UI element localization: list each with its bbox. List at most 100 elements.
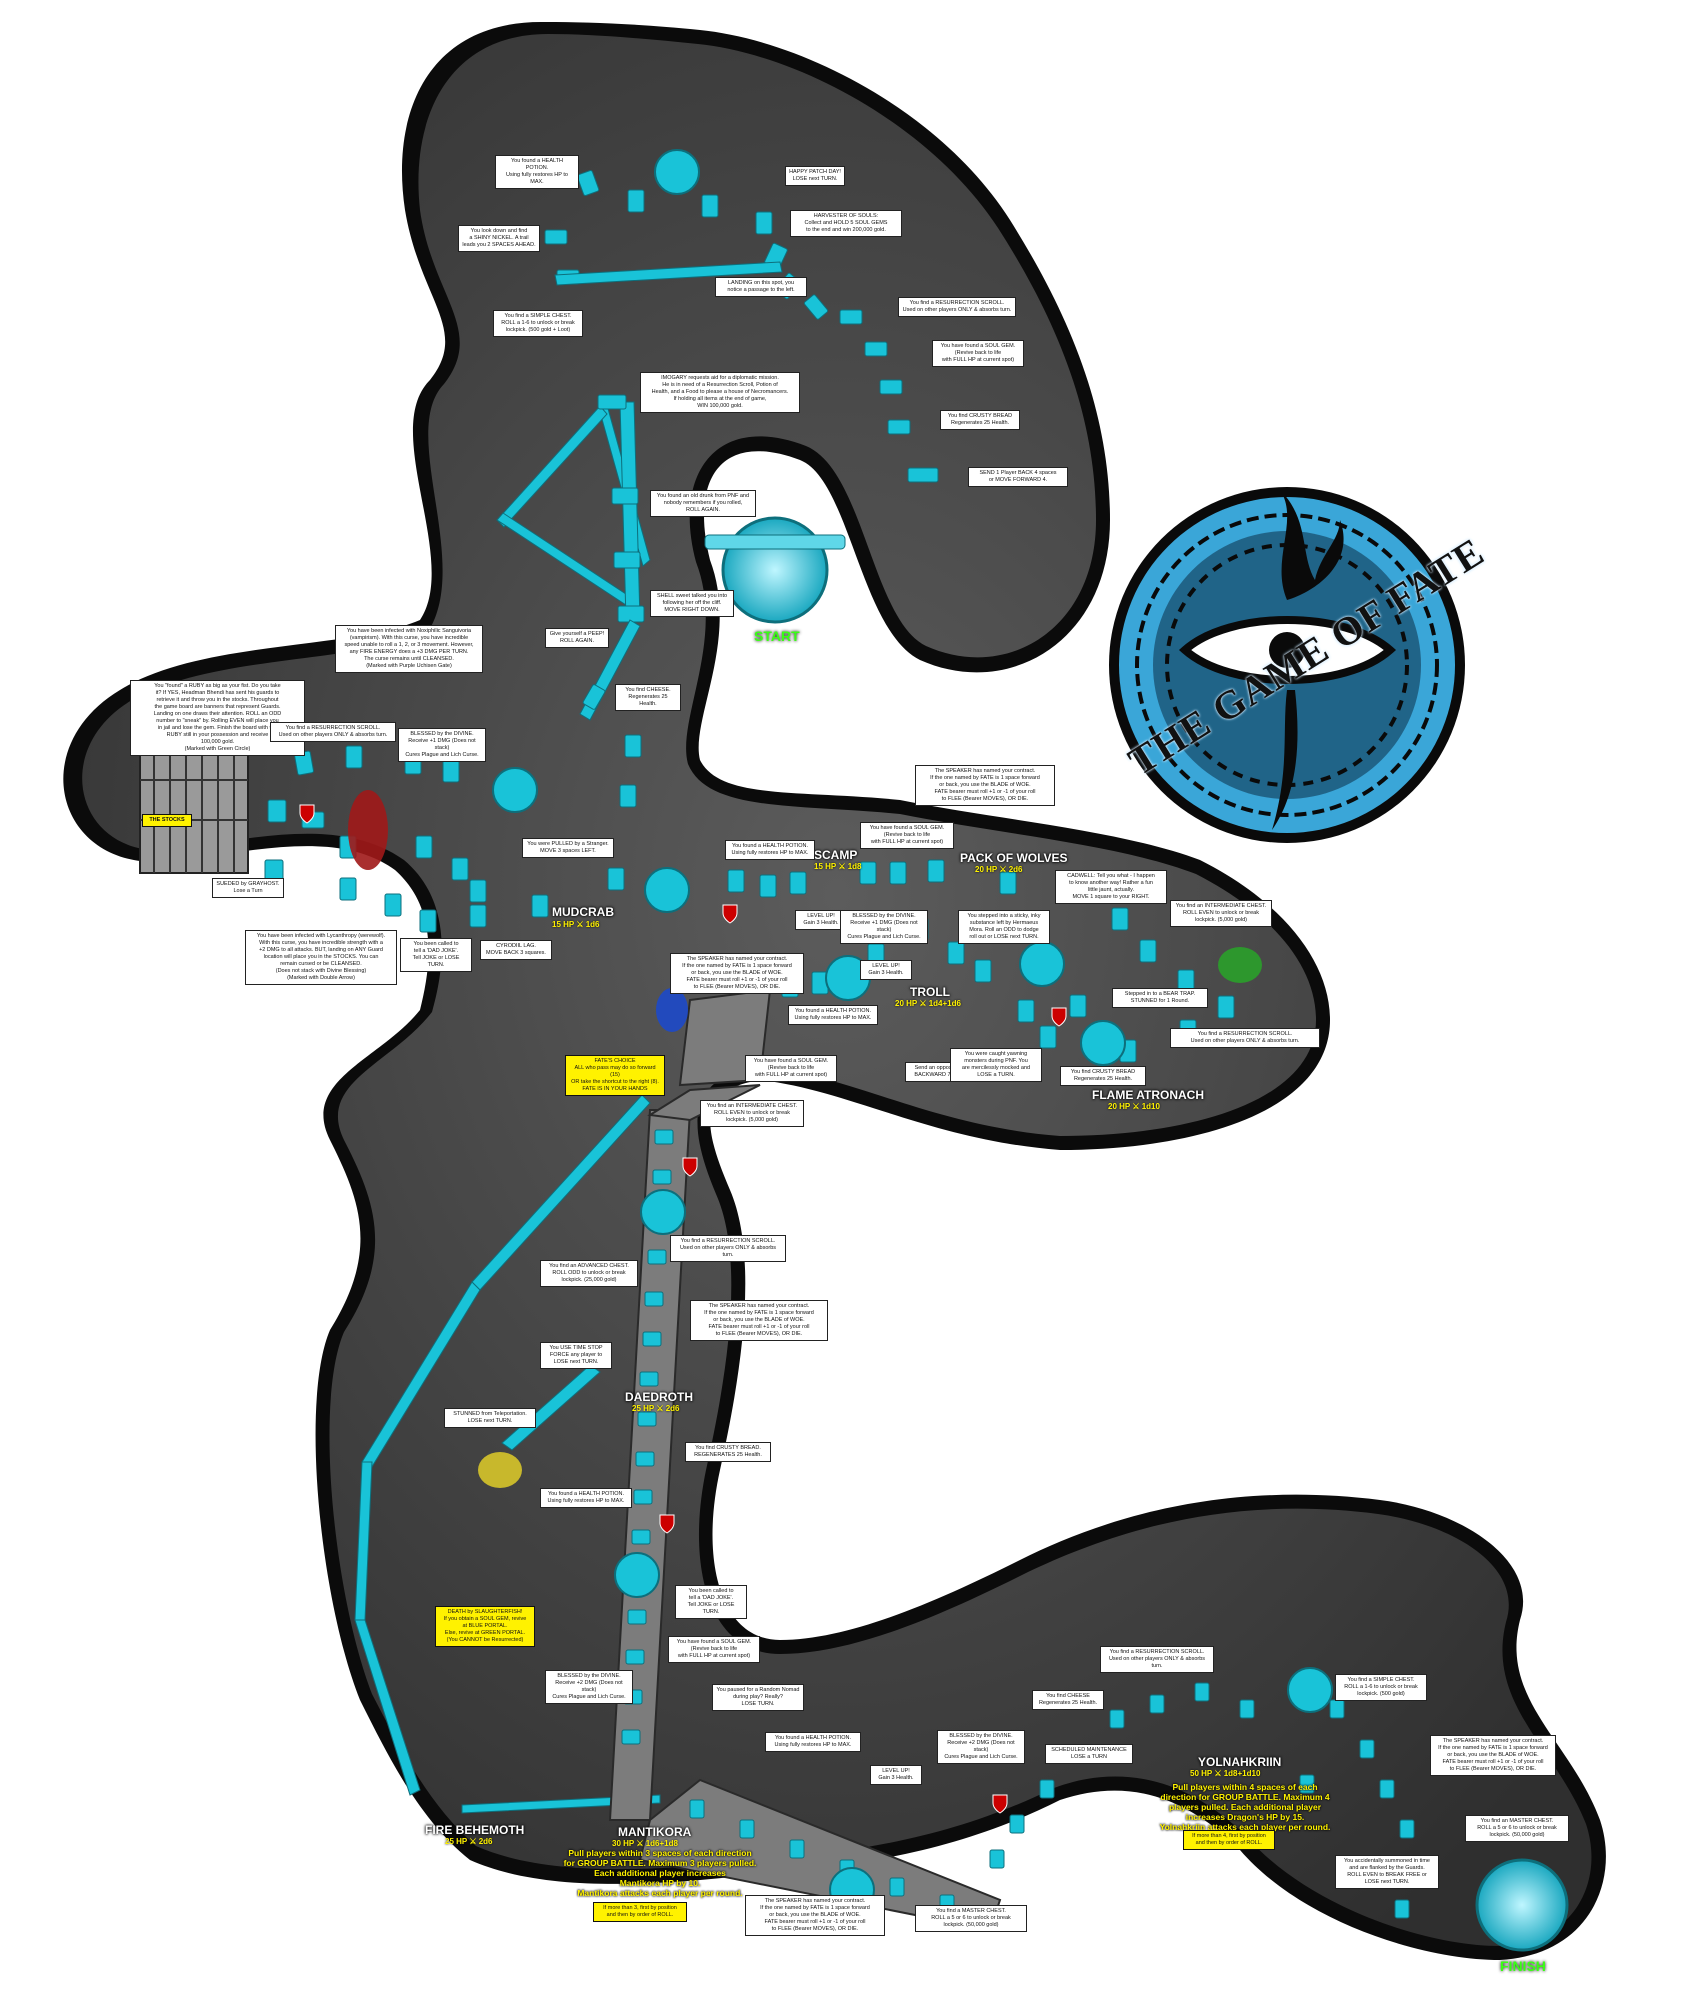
tile[interactable] (345, 745, 363, 769)
tile[interactable] (415, 835, 433, 859)
tile[interactable] (642, 1331, 662, 1347)
tile[interactable] (1217, 995, 1235, 1019)
tile[interactable] (582, 684, 606, 710)
note-health-potion-5[interactable]: You found a HEALTH POTION. Using fully r… (765, 1732, 861, 1752)
tile[interactable] (613, 551, 641, 569)
note-health-potion-2[interactable]: You found a HEALTH POTION. Using fully r… (725, 840, 815, 860)
tile[interactable] (627, 189, 645, 213)
tile[interactable] (621, 1729, 641, 1745)
tile[interactable] (631, 1529, 651, 1545)
tile[interactable] (611, 487, 639, 505)
tile[interactable] (789, 1839, 805, 1859)
note-sanguinare[interactable]: You have been infected with Noxiphilic S… (335, 625, 483, 673)
eye-waypoint[interactable] (1080, 1020, 1126, 1066)
tile[interactable] (384, 893, 402, 917)
note-blessed-3[interactable]: BLESSED by the DIVINE. Receive +2 DMG (D… (545, 1670, 633, 1704)
note-imogary[interactable]: IMOGARY requests aid for a diplomatic mi… (640, 372, 800, 413)
note-master-chest-1[interactable]: You find a MASTER CHEST. ROLL a 5 or 6 t… (915, 1905, 1027, 1932)
note-speaker-4[interactable]: The SPEAKER has named your contract. If … (745, 1895, 885, 1936)
tile[interactable] (1194, 1682, 1210, 1702)
tile[interactable] (839, 309, 863, 325)
tile[interactable] (859, 861, 877, 885)
guard-shield-icon[interactable] (1051, 1007, 1067, 1027)
tile[interactable] (989, 1849, 1005, 1869)
tile[interactable] (739, 1819, 755, 1839)
eye-waypoint[interactable] (1287, 1667, 1333, 1713)
tile[interactable] (639, 1371, 659, 1387)
note-advanced-chest[interactable]: You find an ADVANCED CHEST. ROLL ODD to … (540, 1260, 638, 1287)
guard-shield-icon[interactable] (299, 804, 315, 824)
eye-waypoint[interactable] (640, 1189, 686, 1235)
finish-portal[interactable] (1475, 1858, 1569, 1952)
note-speaker-3[interactable]: The SPEAKER has named your contract. If … (690, 1300, 828, 1341)
tile[interactable] (442, 759, 460, 783)
note-crusty-bread-3[interactable]: You find CRUSTY BREAD. REGENERATES 25 He… (685, 1442, 771, 1462)
tile[interactable] (1399, 1819, 1415, 1839)
note-send-back[interactable]: SEND 1 Player BACK 4 spaces or MOVE FORW… (968, 467, 1068, 487)
tile[interactable] (1039, 1779, 1055, 1799)
note-blessed-1[interactable]: BLESSED by the DIVINE. Receive +1 DMG (D… (398, 728, 486, 762)
note-maintenance[interactable]: SCHEDULED MAINTENANCE LOSE a TURN (1045, 1744, 1133, 1764)
tile[interactable] (531, 894, 549, 918)
tile[interactable] (339, 877, 357, 901)
note-ruby[interactable]: You "found" a RUBY as big as your fist. … (130, 680, 305, 756)
guard-shield-icon[interactable] (722, 904, 738, 924)
note-res-scroll-4[interactable]: You find a RESURRECTION SCROLL. Used on … (670, 1235, 786, 1262)
note-intermediate-chest-2[interactable]: You find an INTERMEDIATE CHEST. ROLL EVE… (700, 1100, 804, 1127)
tile[interactable] (652, 1169, 672, 1185)
note-master-chest-2[interactable]: You find an MASTER CHEST. ROLL a 5 or 6 … (1465, 1815, 1569, 1842)
note-landing[interactable]: LANDING on this spot, you notice a passa… (715, 277, 807, 297)
note-teleportation[interactable]: STUNNED from Teleportation. LOSE next TU… (444, 1408, 536, 1428)
note-lycanthropy[interactable]: You have been infected with Lycanthropy … (245, 930, 397, 985)
tile[interactable] (1394, 1899, 1410, 1919)
tile[interactable] (864, 341, 888, 357)
eye-waypoint[interactable] (644, 867, 690, 913)
note-blessed-4[interactable]: BLESSED by the DIVINE. Receive +2 DMG (D… (937, 1730, 1025, 1764)
start-portal[interactable] (721, 516, 829, 624)
note-simple-chest-2[interactable]: You find a SIMPLE CHEST. ROLL a 1-6 to u… (1335, 1674, 1427, 1701)
guard-shield-icon[interactable] (682, 1157, 698, 1177)
note-speaker-2[interactable]: The SPEAKER has named your contract. If … (670, 953, 804, 994)
tile[interactable] (627, 1609, 647, 1625)
note-simple-chest-1[interactable]: You find a SIMPLE CHEST. ROLL a 1-6 to u… (493, 310, 583, 337)
eye-waypoint[interactable] (654, 149, 700, 195)
note-peepi[interactable]: Give yourself a PEEP! ROLL AGAIN. (545, 628, 609, 648)
note-cheese-1[interactable]: You find CHEESE. Regenerates 25 Health. (615, 684, 681, 711)
note-caught-yawning[interactable]: You were caught yawning monsters during … (950, 1048, 1042, 1082)
tile[interactable] (597, 394, 627, 410)
tile[interactable] (1379, 1779, 1395, 1799)
guard-shield-icon[interactable] (659, 1514, 675, 1534)
note-cyrodiil-lag[interactable]: CYRODIIL LAG. MOVE BACK 3 squares. (480, 940, 552, 960)
tile[interactable] (1139, 939, 1157, 963)
tile[interactable] (1149, 1694, 1165, 1714)
tile[interactable] (759, 874, 777, 898)
tile[interactable] (1109, 1709, 1125, 1729)
tile[interactable] (617, 605, 645, 623)
tile[interactable] (644, 1291, 664, 1307)
note-cadwell[interactable]: CADWELL: Tell you what - I happen to kno… (1055, 870, 1167, 904)
tile[interactable] (947, 941, 965, 965)
note-fates-choice[interactable]: FATE'S CHOICE ALL who pass may do so for… (565, 1055, 665, 1096)
tile[interactable] (624, 734, 642, 758)
tile[interactable] (1239, 1699, 1255, 1719)
note-dad-joke-1[interactable]: You been called to tell a 'DAD JOKE'. Te… (400, 938, 472, 972)
eye-waypoint[interactable] (492, 767, 538, 813)
tile[interactable] (469, 879, 487, 903)
note-time-stop[interactable]: You USE TIME STOP FORCE any player to LO… (540, 1342, 612, 1369)
note-speaker-1[interactable]: The SPEAKER has named your contract. If … (915, 765, 1055, 806)
note-crusty-bread-2[interactable]: You find CRUSTY BREAD Regenerates 25 Hea… (1060, 1066, 1146, 1086)
tile[interactable] (789, 871, 807, 895)
note-sticky[interactable]: You stepped into a sticky, inky substanc… (958, 910, 1050, 944)
tile[interactable] (633, 1489, 653, 1505)
tile[interactable] (419, 909, 437, 933)
tile[interactable] (1329, 1699, 1345, 1719)
tile[interactable] (451, 857, 469, 881)
tile[interactable] (1299, 1774, 1315, 1794)
tile[interactable] (689, 1799, 705, 1819)
note-crusty-bread-1[interactable]: You find CRUSTY BREAD Regenerates 25 Hea… (940, 410, 1020, 430)
note-level-up-1[interactable]: LEVEL UP! Gain 3 Health. (795, 910, 847, 930)
tile[interactable] (974, 959, 992, 983)
tile[interactable] (469, 904, 487, 928)
guard-shield-icon[interactable] (992, 1794, 1008, 1814)
tile[interactable] (879, 379, 903, 395)
